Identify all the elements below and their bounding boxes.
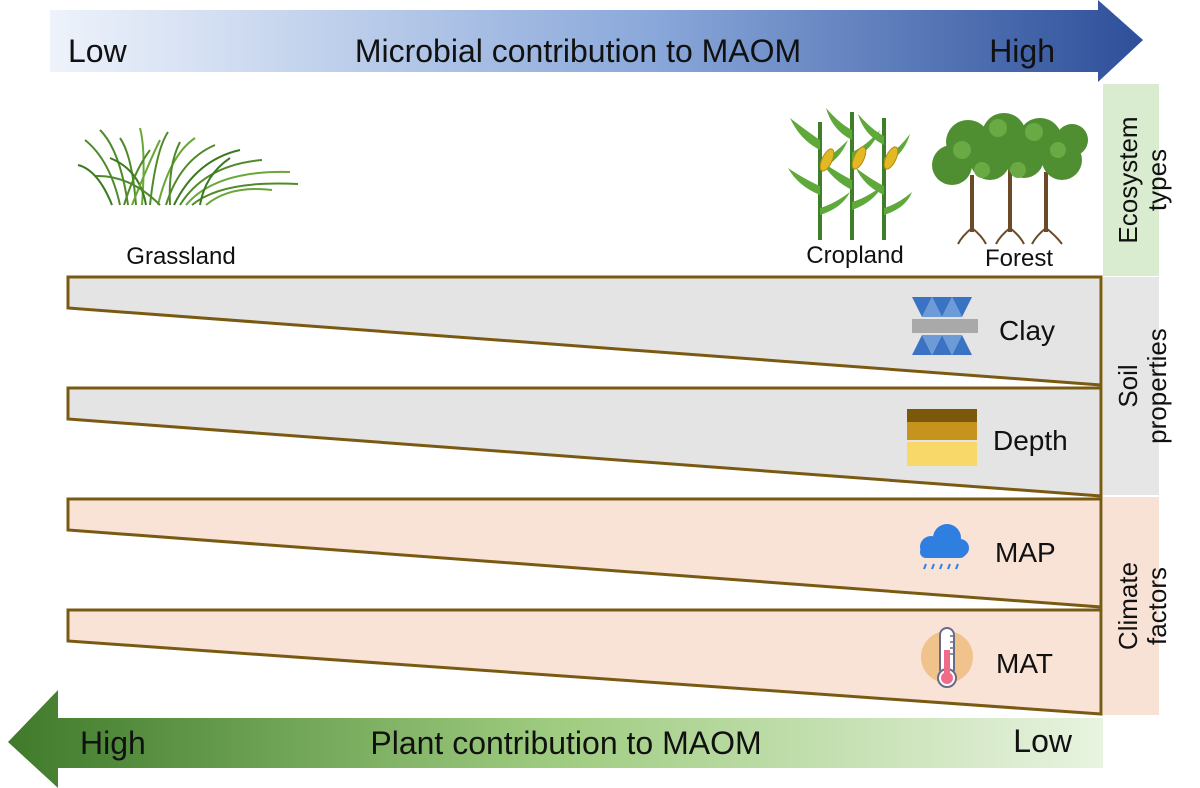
side-panel-ecosystem-line1: Ecosystem bbox=[1113, 116, 1143, 243]
arrow-high-label-bottom: High bbox=[80, 725, 146, 761]
factor-label-clay: Clay bbox=[999, 315, 1055, 346]
side-panel-climate: Climate factors bbox=[1103, 497, 1172, 715]
plant-contribution-arrow: High Plant contribution to MAOM Low bbox=[8, 690, 1103, 788]
clay-icon bbox=[912, 297, 978, 355]
cropland-icon bbox=[788, 108, 912, 240]
cropland-label: Cropland bbox=[806, 242, 903, 269]
wedge-clay bbox=[66, 275, 1103, 387]
arrow-low-label: Low bbox=[68, 33, 128, 69]
wedge-depth bbox=[66, 386, 1103, 498]
soil-depth-icon bbox=[907, 409, 977, 466]
side-panel-soil: Soil properties bbox=[1103, 277, 1172, 495]
side-panel-soil-line1: Soil bbox=[1113, 364, 1143, 407]
forest-label: Forest bbox=[985, 245, 1053, 272]
grassland-label: Grassland bbox=[126, 243, 235, 270]
arrow-low-label-bottom: Low bbox=[1013, 723, 1073, 759]
arrow-title-bottom: Plant contribution to MAOM bbox=[370, 725, 761, 761]
rain-cloud-icon bbox=[920, 524, 969, 570]
wedge-map bbox=[66, 497, 1103, 609]
side-panel-ecosystem-line2: types bbox=[1142, 149, 1172, 211]
factor-label-mat: MAT bbox=[996, 648, 1053, 679]
factor-label-map: MAP bbox=[995, 537, 1056, 568]
microbial-contribution-arrow: Low Microbial contribution to MAOM High bbox=[50, 0, 1143, 82]
thermometer-icon bbox=[921, 627, 973, 688]
side-panel-climate-line2: factors bbox=[1142, 567, 1172, 645]
arrow-title: Microbial contribution to MAOM bbox=[355, 33, 801, 69]
side-panel-ecosystem: Ecosystem types bbox=[1103, 84, 1172, 276]
wedge-mat bbox=[66, 608, 1103, 716]
arrow-high-label: High bbox=[989, 33, 1055, 69]
grassland-icon bbox=[77, 127, 299, 206]
side-panel-soil-line2: properties bbox=[1142, 328, 1172, 444]
forest-icon bbox=[932, 113, 1088, 245]
factor-label-depth: Depth bbox=[993, 425, 1068, 456]
side-panel-climate-line1: Climate bbox=[1113, 562, 1143, 650]
